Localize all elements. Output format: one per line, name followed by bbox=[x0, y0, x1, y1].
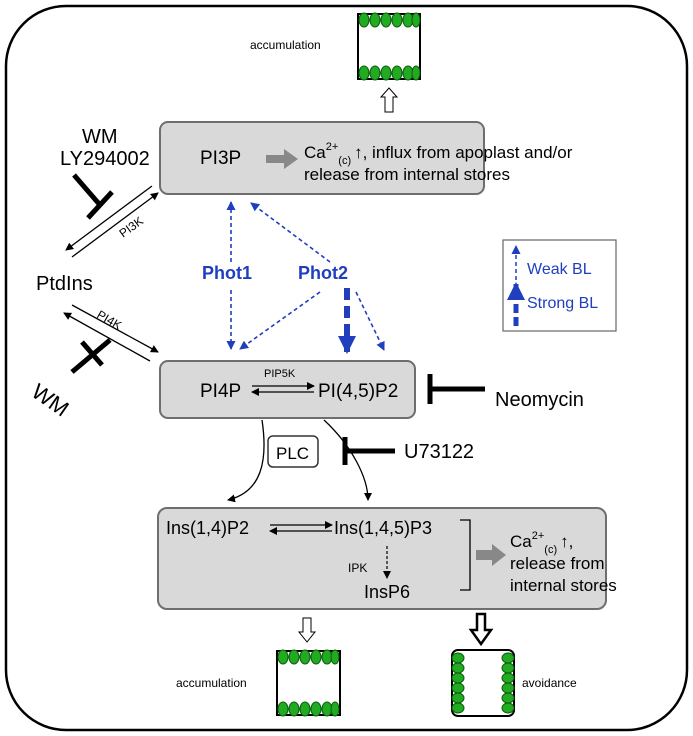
strong-bl-label: Strong BL bbox=[527, 295, 598, 312]
weak-bl-arrows bbox=[226, 201, 385, 351]
plc-arrow-left bbox=[227, 419, 265, 503]
inhibitor-top bbox=[72, 173, 114, 220]
pi4p-box bbox=[159, 360, 416, 419]
arrow-ptdins-to-pi4p bbox=[71, 304, 159, 353]
ca2-text: Ca2+(c)↑, bbox=[510, 530, 573, 556]
gray-arrow-pi3p bbox=[266, 149, 298, 169]
phot1-label: Phot1 bbox=[202, 263, 252, 283]
ca-text: Ca2+(c)↑, influx from apoplast and/or bbox=[304, 141, 573, 167]
ins14p2-label: Ins(1,4)P2 bbox=[166, 518, 249, 538]
ptdins-label: PtdIns bbox=[36, 273, 93, 295]
pi4k-label: PI4K bbox=[95, 307, 125, 332]
bl-legend bbox=[502, 239, 617, 332]
pi4p-label: PI4P bbox=[200, 381, 241, 402]
ly294002-label: LY294002 bbox=[60, 148, 150, 170]
hollow-up-arrow bbox=[379, 87, 399, 113]
plc-label: PLC bbox=[276, 444, 309, 463]
ca2-line3: internal stores bbox=[510, 576, 617, 595]
inhibitor-bottom bbox=[70, 338, 112, 374]
bottom-accumulation-cell bbox=[276, 649, 341, 717]
hollow-down-arrow-left bbox=[297, 617, 317, 643]
bracket bbox=[460, 519, 471, 591]
insp6-label: InsP6 bbox=[364, 582, 410, 602]
pi3p-box bbox=[159, 121, 485, 195]
pi3k-label: PI3K bbox=[117, 214, 146, 241]
plc-arrow-right bbox=[323, 419, 372, 501]
gray-arrow-ins bbox=[476, 544, 506, 566]
pi3p-label: PI3P bbox=[200, 148, 241, 169]
u73122-inhibitor bbox=[342, 437, 395, 465]
wm-top-label: WM bbox=[82, 126, 118, 148]
bold-down-arrow-right bbox=[468, 612, 494, 647]
plc-box bbox=[267, 435, 319, 468]
cell-outline bbox=[4, 4, 689, 732]
ca2-line2: release from bbox=[510, 554, 604, 573]
pip5k-label: PIP5K bbox=[264, 368, 296, 380]
weak-bl-label: Weak BL bbox=[527, 261, 592, 278]
ipk-label: IPK bbox=[348, 561, 367, 575]
neomycin-inhibitor bbox=[427, 374, 485, 404]
accumulation-bottom-label: accumulation bbox=[176, 676, 247, 690]
phot2-label: Phot2 bbox=[298, 263, 348, 283]
arrow-ptdins-to-pi3p bbox=[71, 192, 159, 258]
top-accumulation-cell bbox=[357, 12, 421, 81]
pi45p2-label: PI(4,5)P2 bbox=[318, 381, 398, 402]
ins145p3-label: Ins(1,4,5)P3 bbox=[334, 518, 432, 538]
neomycin-label: Neomycin bbox=[495, 389, 584, 411]
accumulation-top-label: accumulation bbox=[250, 38, 321, 52]
u73122-label: U73122 bbox=[404, 441, 474, 463]
wm-bottom-label: WM bbox=[27, 379, 73, 422]
arrow-pi4p-to-ptdins bbox=[63, 312, 151, 362]
release-text: release from internal stores bbox=[304, 165, 510, 184]
avoidance-label: avoidance bbox=[522, 676, 577, 690]
avoidance-cell bbox=[451, 649, 515, 717]
arrow-pi3p-to-ptdins bbox=[65, 185, 153, 251]
